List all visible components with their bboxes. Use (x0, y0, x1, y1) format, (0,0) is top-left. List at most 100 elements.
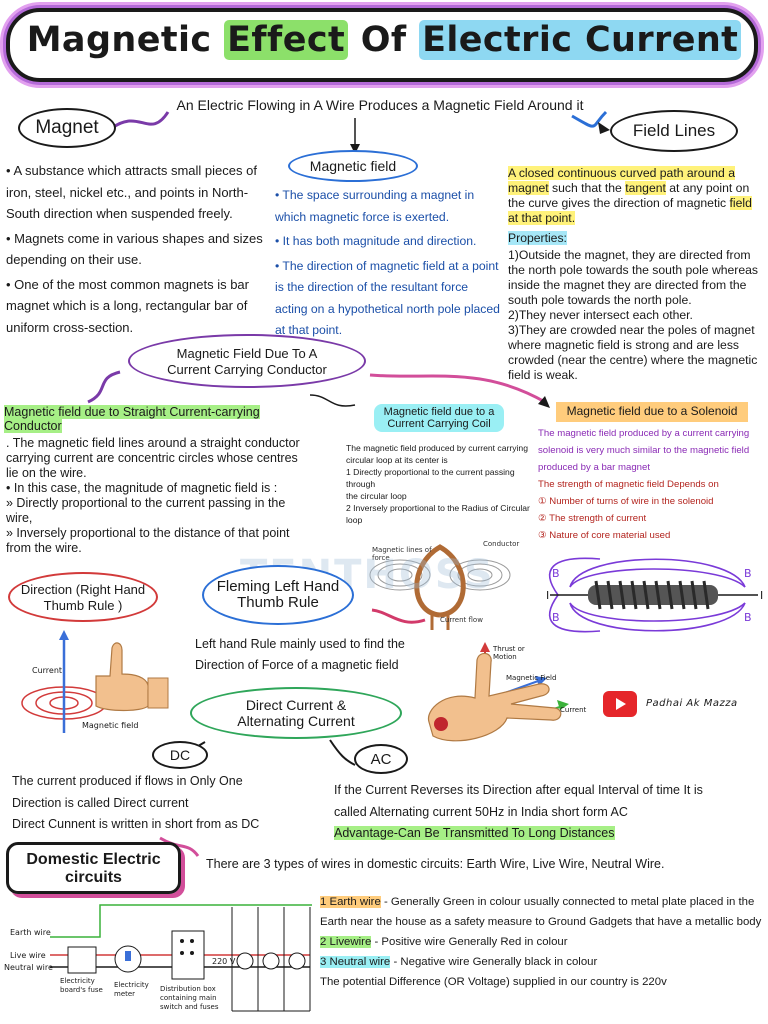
diagram-fuse-label: Electricity board's fuse (60, 977, 103, 994)
straight-point-1: . The magnetic field lines around a stra… (6, 436, 300, 480)
diagram-box-label: Distribution box containing main switch … (160, 985, 219, 1011)
coil-label-lines: Magnetic lines of force (372, 546, 432, 562)
solenoid-i-right: I (760, 589, 764, 602)
magnet-points: • A substance which attracts small piece… (6, 160, 268, 341)
magnet-heading: Magnet (35, 117, 99, 138)
diagram-voltage-label: 220 V (212, 957, 236, 966)
live-wire-text: - Positive wire Generally Red in colour (371, 936, 568, 948)
dcac-heading-line1: Direct Current & (245, 697, 347, 713)
page-title: Magnetic Effect Of Electric Current (0, 20, 768, 60)
conductor-heading-line1: Magnetic Field Due To A (176, 346, 318, 361)
coil-label-flow: Current flow (440, 616, 483, 624)
ac-line-2: called Alternating current 50Hz in India… (334, 804, 628, 819)
dc-line-3: Direct Cunnent is written in short from … (12, 817, 260, 831)
fleming-text: Left hand Rule mainly used to find the D… (195, 637, 405, 672)
solenoid-diagram (548, 557, 758, 633)
intro-line: An Electric Flowing in A Wire Produces a… (176, 97, 584, 113)
ac-line-1: If the Current Reverses its Direction af… (334, 783, 703, 797)
magnet-ellipse: Magnet (18, 108, 116, 148)
solenoid-b-right-2: B (744, 611, 752, 624)
solenoid-strength: The strength of magnetic field Depends o… (538, 476, 766, 544)
ac-text: If the Current Reverses its Direction af… (334, 780, 764, 845)
straight-point-4: » Inversely proportional to the distance… (6, 526, 290, 555)
fleming-hand-diagram (427, 642, 569, 742)
straight-point-2: • In this case, the magnitude of magneti… (6, 481, 278, 495)
property-3: 3)They are crowded near the poles of mag… (508, 323, 758, 382)
right-hand-current-label: Current (32, 666, 63, 675)
field-lines-properties: 1)Outside the magnet, they are directed … (508, 248, 766, 383)
solenoid-depends: The strength of magnetic field Depends o… (538, 479, 719, 490)
solenoid-desc: The magnetic field produced by a current… (538, 428, 750, 473)
properties-label: Properties: (508, 231, 567, 245)
solenoid-item-1: ① Number of turns of wire in the solenoi… (538, 496, 714, 507)
coil-heading: Magnetic field due to a Current Carrying… (374, 404, 504, 432)
magnet-point-2: • Magnets come in various shapes and siz… (6, 230, 263, 268)
field-lines-def-text-2: at any point on the curve gives the dire… (508, 181, 750, 210)
coil-text: The magnetic field produced by current c… (346, 442, 532, 526)
coil-line-1: The magnetic field produced by current c… (346, 443, 528, 465)
coil-line-2: 1 Directly proportional to the current p… (346, 467, 515, 489)
dc-line-2: Direction is called Direct current (12, 795, 189, 810)
title-part-magnetic: Magnetic (26, 20, 225, 60)
ac-ellipse: AC (354, 744, 408, 774)
conductor-ellipse: Magnetic Field Due To A Current Carrying… (128, 334, 366, 388)
field-lines-def-tangent: tangent (625, 181, 666, 195)
property-1: 1)Outside the magnet, they are directed … (508, 248, 759, 307)
dcac-ellipse: Direct Current & Alternating Current (190, 687, 402, 739)
title-part-electric-current: Electric Current (419, 20, 742, 60)
conductor-heading: Magnetic Field Due To A Current Carrying… (130, 336, 364, 378)
magnetic-field-point-2: • It has both magnitude and direction. (275, 234, 477, 248)
channel-name: Padhai Ak Mazza (646, 698, 738, 709)
earth-wire-text: - Generally Green in colour usually conn… (320, 896, 762, 928)
conductor-heading-line2: Current Carrying Conductor (167, 362, 327, 377)
solenoid-item-2: ② The strength of current (538, 513, 647, 524)
youtube-icon (603, 691, 637, 717)
domestic-box: Domestic Electric circuits (6, 842, 181, 894)
ac-heading: AC (370, 751, 392, 768)
solenoid-b-left-2: B (552, 611, 560, 624)
fleming-field-label: Magnetic Field (506, 674, 557, 682)
diagram-meter-label: Electricity meter (114, 981, 149, 998)
dcac-heading: Direct Current & Alternating Current (192, 689, 400, 729)
magnet-point-1: • A substance which attracts small piece… (6, 163, 257, 221)
coil-diagram (369, 544, 511, 630)
diagram-earth-label: Earth wire (10, 928, 51, 937)
title-part-effect: Effect (224, 20, 349, 60)
neutral-wire-text: - Negative wire Generally black in colou… (390, 956, 598, 968)
direction-heading-line2: Thumb Rule ) (43, 598, 123, 613)
magnetic-field-points: • The space surrounding a magnet in whic… (275, 185, 500, 345)
title-part-of: Of (348, 20, 420, 60)
magnetic-field-ellipse: Magnetic field (288, 150, 418, 182)
right-hand-diagram (21, 630, 169, 733)
domestic-heading-line2: circuits (65, 869, 122, 886)
magnet-point-3: • One of the most common magnets is bar … (6, 276, 249, 335)
earth-wire-desc: 1 Earth wire - Generally Green in colour… (320, 892, 766, 932)
coil-label-conductor: Conductor (483, 540, 520, 548)
direction-heading: Direction (Right Hand Thumb Rule ) (10, 574, 156, 614)
potential-line: The potential Difference (OR Voltage) su… (320, 976, 667, 988)
fleming-current-label: Current (560, 706, 587, 714)
ac-line-3: Advantage-Can Be Transmitted To Long Dis… (334, 823, 764, 845)
fleming-heading-line1: Fleming Left Hand (216, 578, 340, 595)
field-lines-heading: Field Lines (632, 121, 716, 140)
fleming-ellipse: Fleming Left Hand Thumb Rule (202, 565, 354, 625)
straight-heading-text: Magnetic field due to Straight Current-c… (4, 405, 260, 433)
wire-descriptions: 1 Earth wire - Generally Green in colour… (320, 892, 766, 992)
domestic-intro: There are 3 types of wires in domestic c… (206, 857, 665, 871)
live-wire-label: 2 Livewire (320, 936, 372, 948)
domestic-heading: Domestic Electric circuits (9, 845, 178, 887)
field-lines-definition: A closed continuous curved path around a… (508, 166, 764, 226)
right-hand-field-label: Magnetic field (82, 721, 139, 730)
neutral-wire-label: 3 Neutral wire (320, 956, 391, 968)
fleming-thrust-label: Thrust or Motion (493, 645, 525, 661)
magnetic-field-point-1: • The space surrounding a magnet in whic… (275, 188, 475, 224)
fleming-heading-line2: Thumb Rule (237, 594, 319, 611)
ac-advantage: Advantage-Can Be Transmitted To Long Dis… (334, 826, 615, 840)
straight-point-3: » Directly proportional to the current p… (6, 496, 286, 525)
coil-line-4: 2 Inversely proportional to the Radius o… (346, 503, 530, 525)
coil-heading-line2: Current Carrying Coil (387, 418, 491, 430)
property-2: 2)They never intersect each other. (508, 308, 693, 322)
field-lines-ellipse: Field Lines (610, 110, 738, 152)
diagram-neutral-label: Neutral wire (4, 963, 53, 972)
direction-heading-line1: Direction (Right Hand (20, 582, 146, 597)
